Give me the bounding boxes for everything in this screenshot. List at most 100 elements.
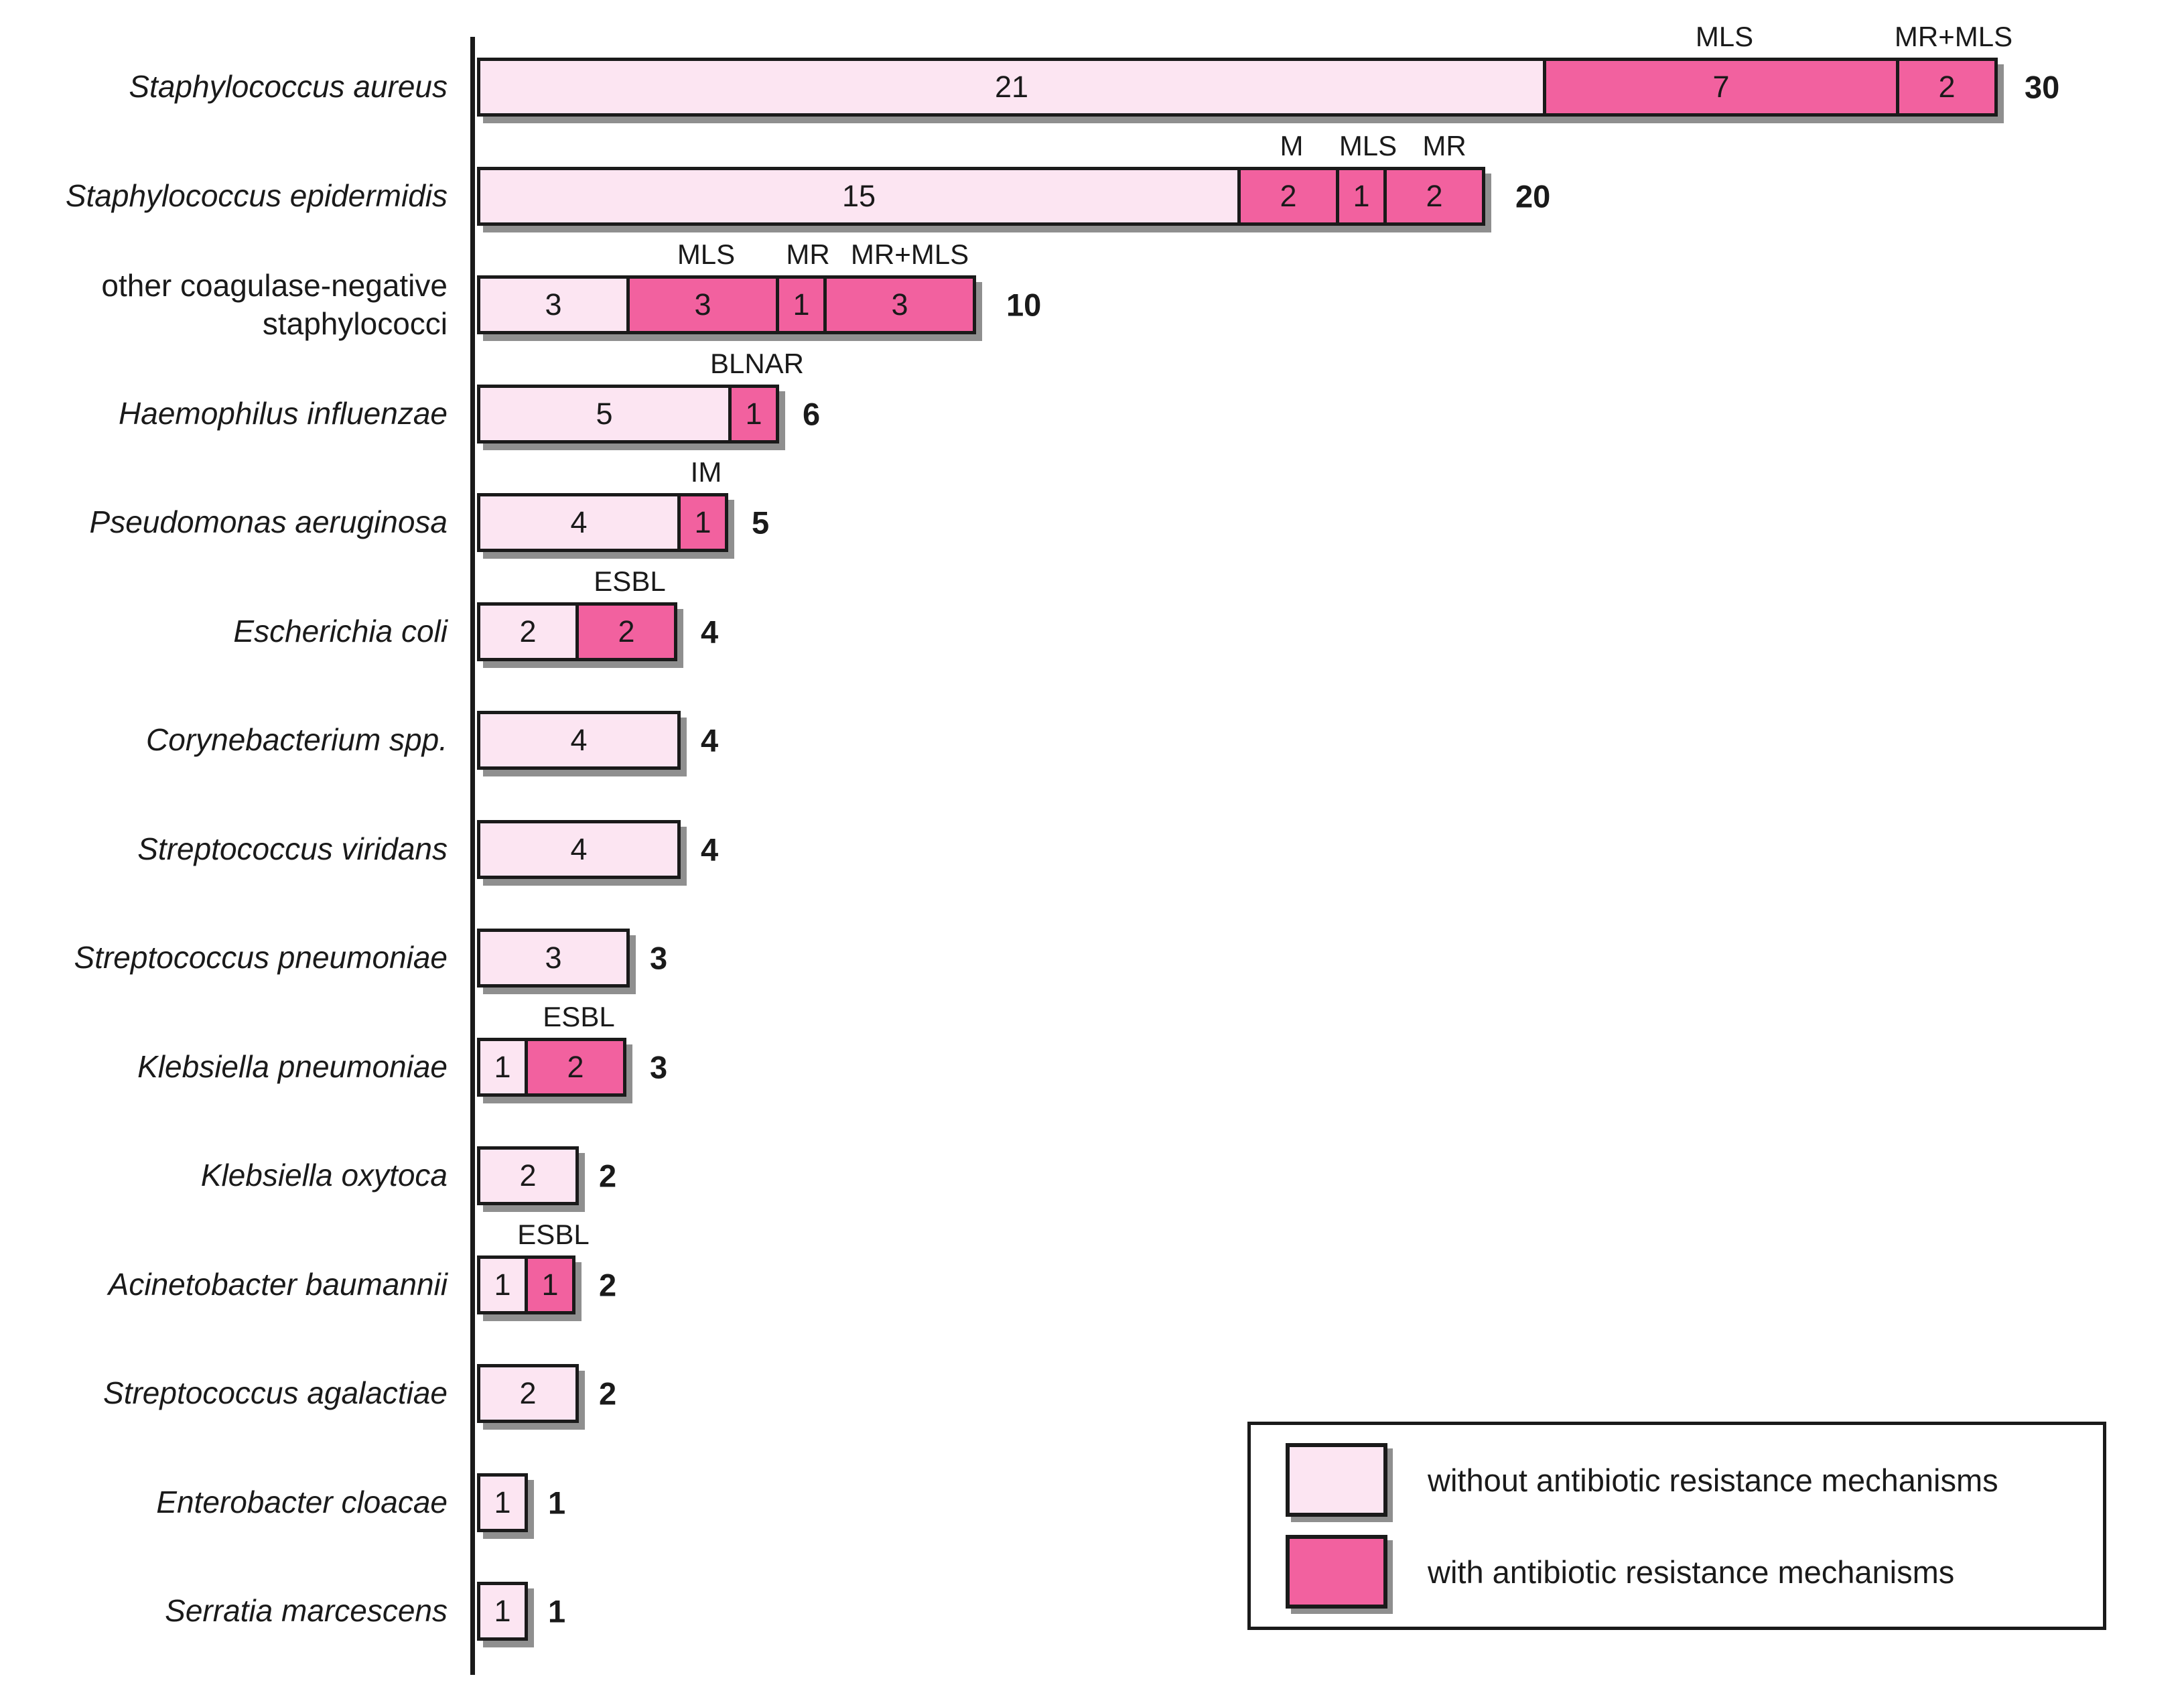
category-label: Streptococcus pneumoniae: [74, 940, 448, 975]
mechanism-label: MR+MLS: [850, 239, 969, 270]
bar-segment-with-resistance: 2: [1896, 58, 1998, 117]
segment-value-label: 3: [545, 941, 562, 975]
category-label: Klebsiella oxytoca: [200, 1158, 448, 1193]
bar-segment-with-resistance: 2: [1383, 166, 1485, 226]
bar-segment-with-resistance: 1: [728, 384, 779, 444]
category-label: Staphylococcus aureus: [129, 69, 448, 105]
category-label: Haemophilus influenzae: [119, 395, 448, 431]
segment-value-label: 2: [519, 1376, 537, 1410]
bar-segment-with-resistance: 1: [1336, 166, 1387, 226]
bar-segment-without-resistance: 1: [477, 1255, 528, 1314]
bar-segment-without-resistance: 1: [477, 1037, 528, 1097]
segment-value-label: 4: [570, 505, 588, 539]
bar-segment-with-resistance: 2: [1237, 166, 1339, 226]
bar-segment-with-resistance: 1: [776, 275, 827, 334]
mechanism-label: MLS: [677, 239, 736, 270]
segment-value-label: 1: [1353, 178, 1370, 213]
bar-segment-without-resistance: 21: [477, 58, 1546, 117]
category-label: Corynebacterium spp.: [146, 722, 448, 758]
mechanism-label: MR: [1422, 129, 1466, 161]
bar-segment-with-resistance: 3: [823, 275, 976, 334]
mechanism-label: MLS: [1339, 129, 1397, 161]
segment-value-label: 1: [494, 1267, 511, 1302]
mechanism-label: BLNAR: [709, 347, 805, 379]
row-total-label: 1: [548, 1593, 566, 1629]
bar-segment-without-resistance: 4: [477, 493, 681, 552]
segment-value-label: 2: [519, 1158, 537, 1193]
row-total-label: 5: [752, 504, 770, 541]
bar-row: 1: [477, 1473, 528, 1532]
mechanism-label: ESBL: [543, 1000, 615, 1032]
bar-segment-without-resistance: 2: [477, 1146, 579, 1205]
legend-row-without: without antibiotic resistance mechanisms: [1286, 1443, 2103, 1517]
segment-value-label: 3: [545, 287, 562, 322]
category-label: Streptococcus viridans: [137, 831, 448, 866]
bar-segment-without-resistance: 4: [477, 819, 681, 879]
row-total-label: 4: [701, 614, 719, 649]
bar-segment-with-resistance: 2: [525, 1037, 626, 1097]
mechanism-label: MR+MLS: [1894, 21, 2013, 52]
bar-row: 3 3 1 3: [477, 275, 976, 334]
row-total-label: 2: [599, 1375, 617, 1412]
legend-label-without-resistance: without antibiotic resistance mechanisms: [1428, 1462, 1998, 1498]
category-label: Escherichia coli: [233, 613, 448, 649]
segment-value-label: 4: [570, 723, 588, 757]
bar-row: 2: [477, 1364, 579, 1423]
segment-value-label: 21: [994, 70, 1029, 104]
row-total-label: 10: [1006, 287, 1042, 323]
segment-value-label: 4: [570, 831, 588, 866]
row-total-label: 20: [1515, 178, 1551, 214]
segment-value-label: 1: [793, 287, 810, 322]
mechanism-label: MLS: [1695, 21, 1754, 52]
segment-value-label: 2: [519, 614, 537, 649]
category-label: Pseudomonas aeruginosa: [89, 504, 448, 540]
bar-segment-with-resistance: 3: [626, 275, 779, 334]
bar-segment-without-resistance: 2: [477, 1364, 579, 1423]
category-label: other coagulase-negative staphylococci: [101, 267, 448, 342]
bar-segment-with-resistance: 1: [677, 493, 728, 552]
category-label: Staphylococcus epidermidis: [65, 178, 448, 213]
segment-value-label: 3: [891, 287, 908, 322]
segment-value-label: 3: [694, 287, 711, 322]
mechanism-label: M: [1280, 129, 1304, 161]
bar-segment-without-resistance: 5: [477, 384, 732, 444]
legend-box: without antibiotic resistance mechanisms…: [1247, 1422, 2106, 1630]
row-total-label: 2: [599, 1267, 617, 1302]
row-total-label: 4: [701, 722, 719, 758]
y-axis-line: [470, 37, 475, 1675]
mechanism-label: ESBL: [594, 565, 666, 597]
legend-label-with-resistance: with antibiotic resistance mechanisms: [1428, 1554, 1955, 1590]
bar-row: 4: [477, 711, 681, 770]
segment-value-label: 1: [494, 1049, 511, 1084]
segment-value-label: 2: [1938, 70, 1956, 104]
segment-value-label: 2: [618, 614, 635, 649]
segment-value-label: 1: [694, 505, 711, 539]
bar-row: 4: [477, 819, 681, 879]
legend-swatch-with-resistance: [1286, 1535, 1387, 1609]
bar-row: 1: [477, 1582, 528, 1641]
row-total-label: 3: [650, 940, 668, 976]
category-label: Streptococcus agalactiae: [103, 1375, 448, 1411]
bar-segment-without-resistance: 4: [477, 711, 681, 770]
mechanism-label: ESBL: [517, 1218, 590, 1250]
segment-value-label: 2: [1280, 178, 1297, 213]
mechanism-label: IM: [690, 456, 722, 488]
bar-segment-without-resistance: 15: [477, 166, 1241, 226]
row-total-label: 3: [650, 1049, 668, 1085]
segment-value-label: 1: [494, 1485, 511, 1519]
bar-segment-without-resistance: 2: [477, 602, 579, 661]
row-total-label: 1: [548, 1485, 566, 1520]
segment-value-label: 15: [841, 178, 876, 213]
bar-segment-with-resistance: 1: [525, 1255, 575, 1314]
row-total-label: 2: [599, 1158, 617, 1194]
category-label: Enterobacter cloacae: [156, 1484, 448, 1519]
legend-row-with: with antibiotic resistance mechanisms: [1286, 1535, 2103, 1609]
bar-row: 2: [477, 1146, 579, 1205]
segment-value-label: 1: [541, 1267, 559, 1302]
